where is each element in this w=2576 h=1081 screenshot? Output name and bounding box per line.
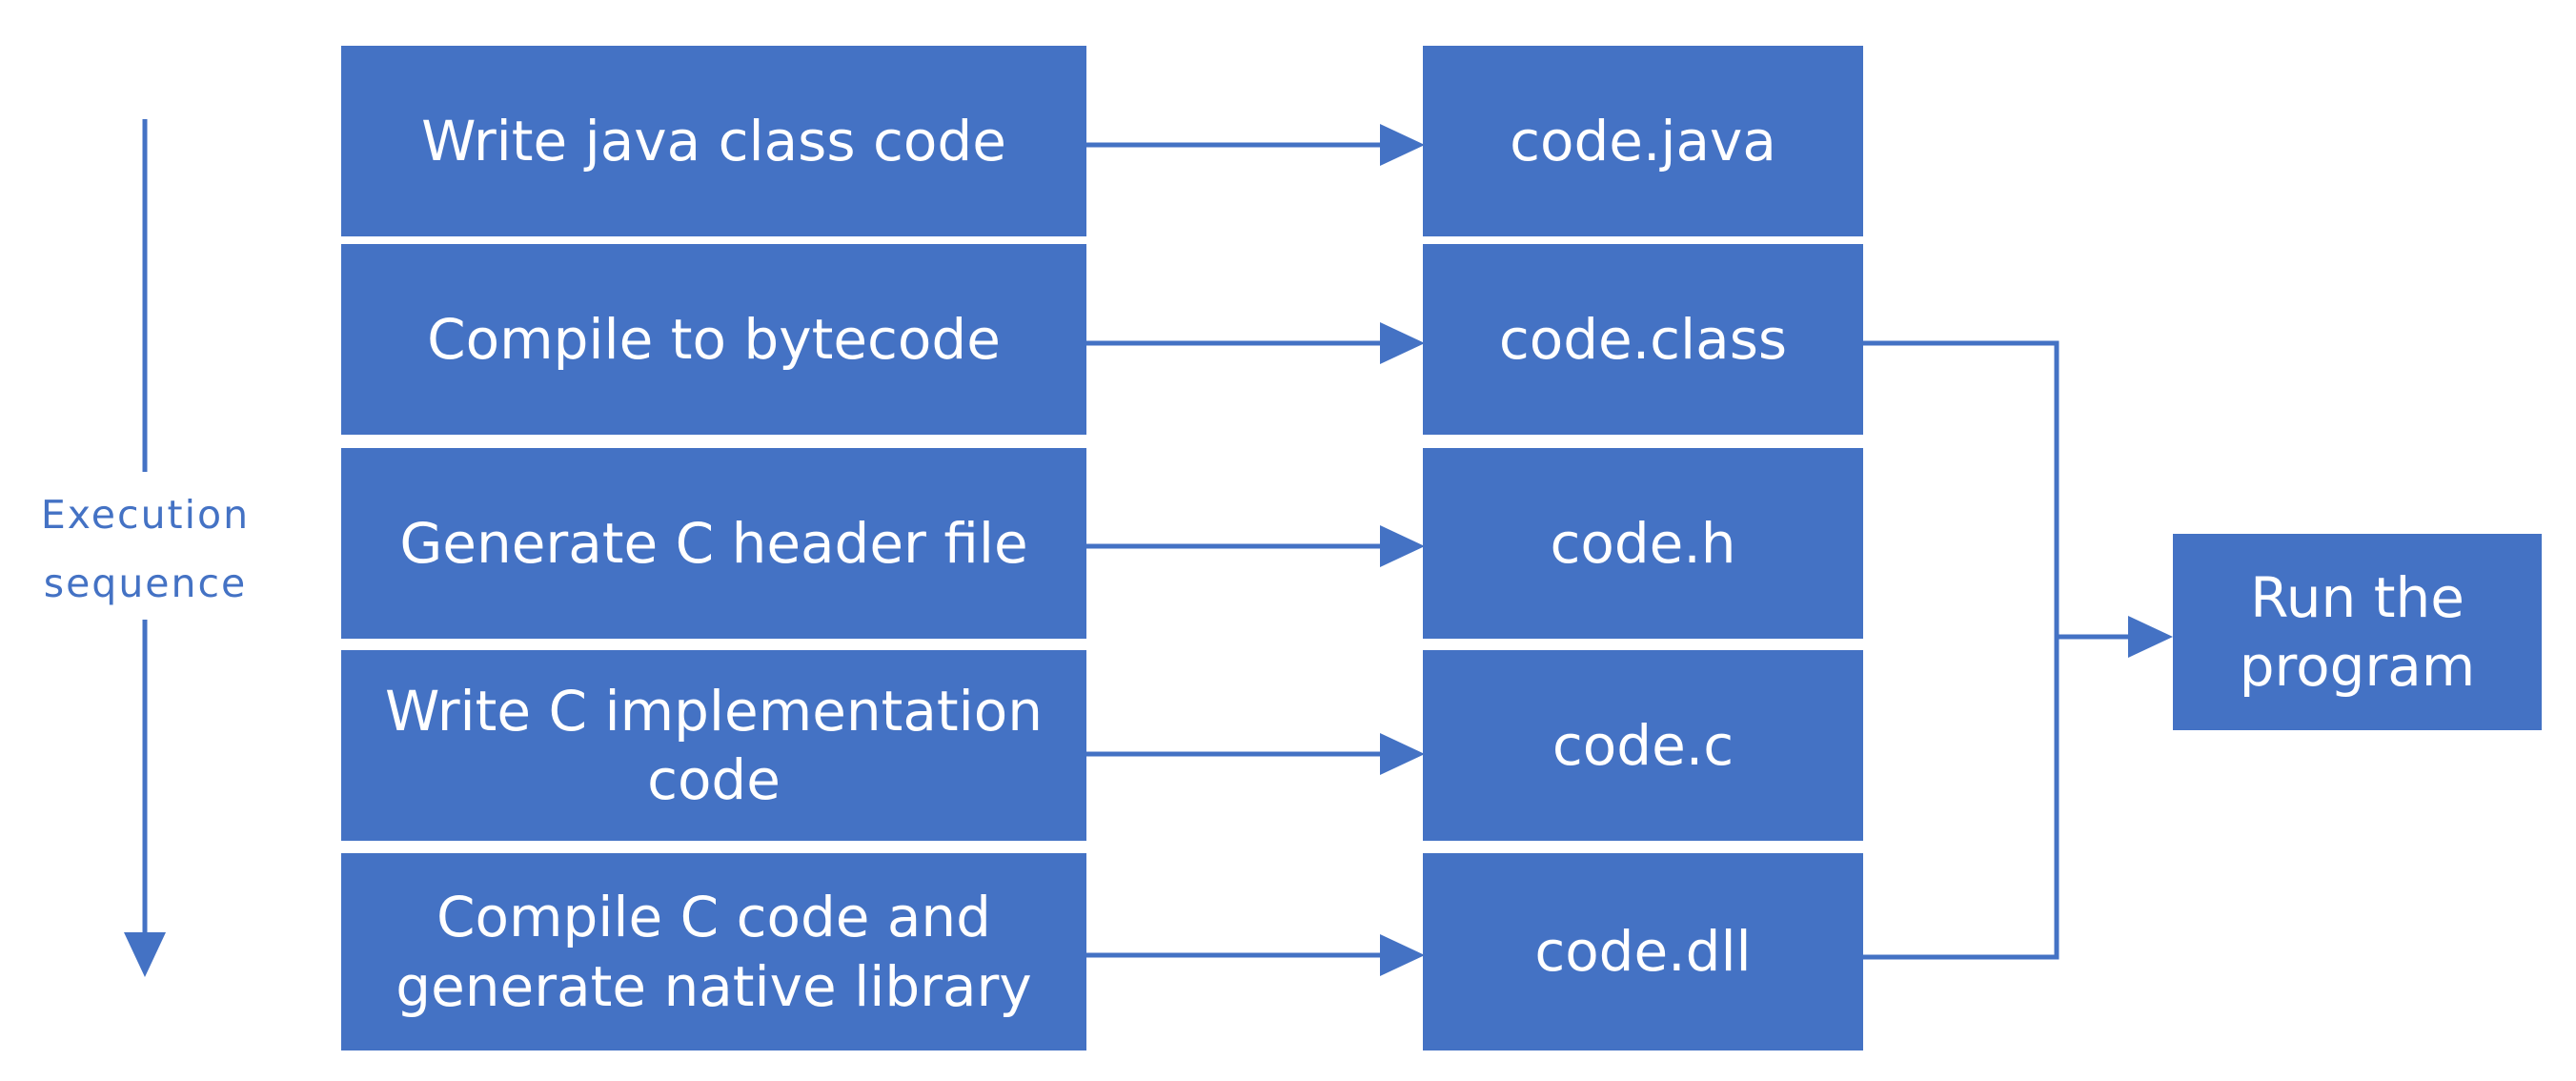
file-box-code-c: code.c — [1423, 650, 1863, 841]
step-box-generate-header: Generate C header file — [341, 448, 1086, 639]
run-program-box: Run the program — [2173, 534, 2542, 730]
arrow-head-icon — [1380, 525, 1425, 567]
bracket-dll-to-run — [1863, 637, 2059, 960]
arrow-head-icon — [1380, 322, 1425, 364]
execution-label-line-1: Execution — [40, 492, 251, 538]
step-box-write-java: Write java class code — [341, 46, 1086, 236]
arrow-head-icon — [2128, 616, 2173, 658]
file-box-code-h: code.h — [1423, 448, 1863, 639]
arrow-head-icon — [1380, 934, 1425, 976]
step-box-compile-bytecode: Compile to bytecode — [341, 244, 1086, 435]
file-box-code-java: code.java — [1423, 46, 1863, 236]
file-box-code-dll: code.dll — [1423, 853, 1863, 1050]
file-box-code-class: code.class — [1423, 244, 1863, 435]
down-arrow-icon — [124, 932, 166, 977]
step-box-compile-c: Compile C code and generate native libra… — [341, 853, 1086, 1050]
execution-label-line-2: sequence — [43, 561, 248, 606]
arrow-head-icon — [1380, 733, 1425, 775]
step-box-write-c-impl: Write C implementation code — [341, 650, 1086, 841]
bracket-class-to-run — [1863, 340, 2059, 637]
arrow-head-icon — [1380, 124, 1425, 166]
